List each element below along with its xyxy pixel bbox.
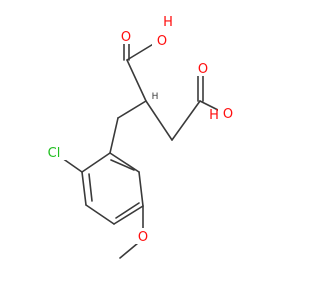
bond-ring-6 xyxy=(109,152,140,173)
atom-h-hydroxyl-2: H xyxy=(209,108,219,123)
bond-c1-c2 xyxy=(126,59,147,102)
bond-ring-inner-3 xyxy=(110,159,135,171)
bond-ch2b-ring xyxy=(109,117,119,154)
bond-c1-oh xyxy=(126,42,156,61)
atom-o-carbonyl-2: O xyxy=(198,62,208,77)
molecule-diagram: O O H H O O H Cl O xyxy=(40,15,238,259)
bond-ring-2 xyxy=(81,171,87,206)
bond-ring-inner-1 xyxy=(88,173,93,202)
atom-o-carbonyl-1: O xyxy=(121,30,131,45)
bond-o-methyl xyxy=(119,242,139,259)
atom-h-methine: H xyxy=(152,92,159,102)
bond-ring-5 xyxy=(138,171,144,207)
bond-layer xyxy=(61,39,223,259)
bond-c2-ch2b xyxy=(117,100,147,119)
atom-h-hydroxyl-1: H xyxy=(163,15,173,30)
structure-svg: O O H H O O H Cl O xyxy=(40,15,238,259)
bond-ring-inner-2 xyxy=(115,202,140,219)
atom-o-hydroxyl-2: O xyxy=(223,107,233,122)
bond-ring-4 xyxy=(113,205,144,225)
atom-o-methoxy: O xyxy=(138,230,148,245)
atom-o-hydroxyl-1: O xyxy=(157,34,167,49)
bond-ring-3 xyxy=(85,204,115,225)
atom-label-layer: O O H H O O H Cl O xyxy=(40,15,238,245)
bond-ring-1 xyxy=(81,152,111,173)
atom-chlorine: Cl xyxy=(48,146,61,161)
bond-c2-ch2a xyxy=(145,100,173,141)
bond-ch2a-c4 xyxy=(171,100,201,141)
bond-ring-cl xyxy=(61,157,83,173)
